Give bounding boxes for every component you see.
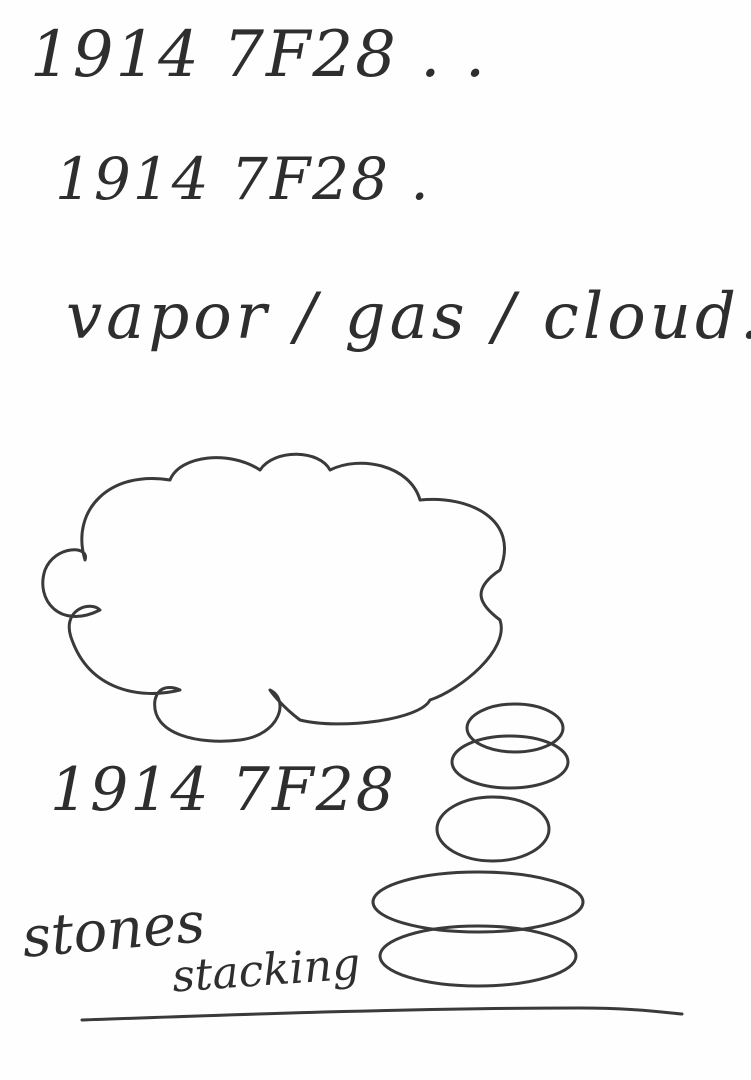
stone-5 bbox=[465, 702, 565, 754]
ground-line bbox=[80, 1006, 684, 1022]
stone-4 bbox=[450, 734, 570, 790]
note-line-2: 1914 7F28 . bbox=[55, 145, 431, 213]
note-line-4: 1914 7F28 bbox=[50, 755, 396, 825]
cloud-drawing bbox=[41, 452, 507, 743]
stone-3 bbox=[435, 795, 551, 863]
note-line-1: 1914 7F28 . . bbox=[30, 18, 488, 92]
stone-2 bbox=[371, 870, 585, 934]
stacked-stones bbox=[371, 702, 585, 988]
note-line-3: vapor / gas / cloud. bbox=[66, 280, 751, 354]
stone-1 bbox=[378, 924, 578, 988]
